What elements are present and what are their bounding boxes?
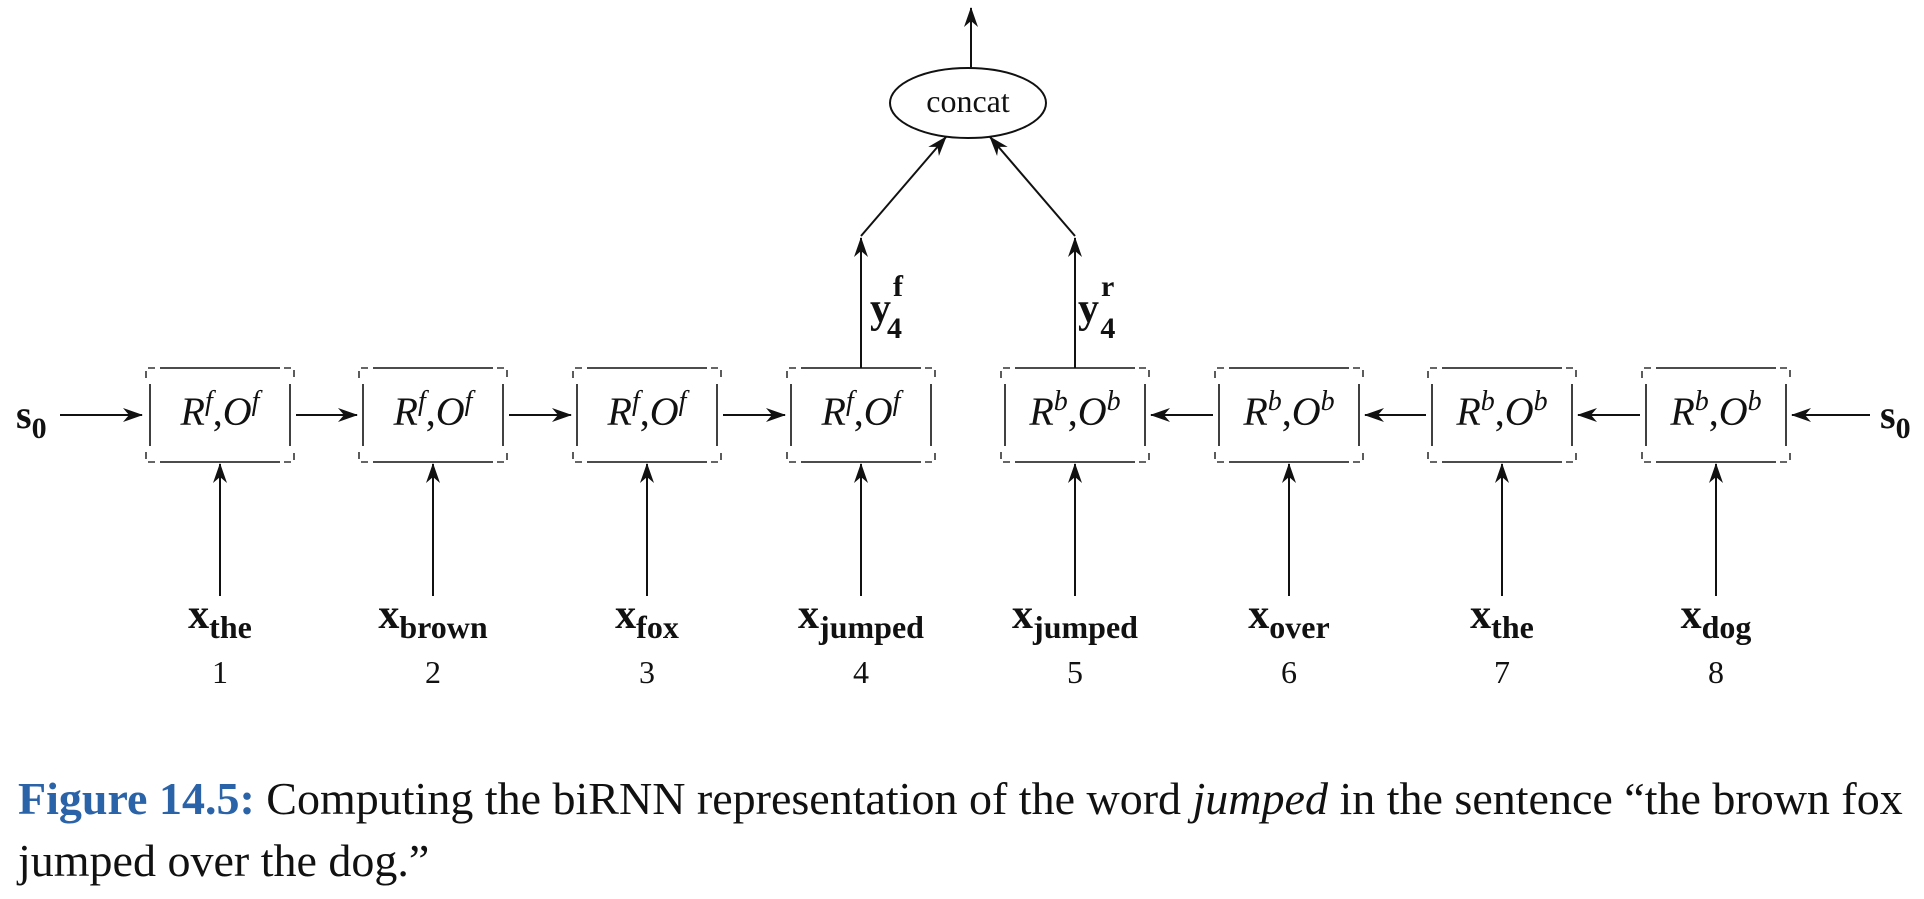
input-label-3: xfox: [615, 592, 679, 645]
input-index-5: 5: [1067, 654, 1083, 690]
input-index-7: 7: [1494, 654, 1510, 690]
forward-to-concat-arrow: [860, 136, 947, 237]
input-index-1: 1: [212, 654, 228, 690]
input-label-8: xdog: [1681, 592, 1752, 645]
input-label-1: xthe: [188, 592, 252, 645]
cell-label: Rf,Of: [180, 386, 263, 435]
cell-label: Rb,Ob: [1669, 386, 1761, 435]
forward-cell-2: Rf,Of: [358, 367, 508, 463]
caption-text-before: Computing the biRNN representation of th…: [266, 773, 1182, 824]
input-label-2: xbrown: [378, 592, 488, 645]
input-index-2: 2: [425, 654, 441, 690]
cell-label: Rf,Of: [607, 386, 690, 435]
initial-state-right: s0: [1880, 392, 1911, 445]
cell-label: Rf,Of: [821, 386, 904, 435]
forward-cell-3: Rf,Of: [572, 367, 722, 463]
caption-emphasis: jumped: [1192, 773, 1328, 824]
figure-label: Figure 14.5:: [18, 773, 255, 824]
input-index-3: 3: [639, 654, 655, 690]
backward-to-concat-arrow: [989, 136, 1076, 237]
cell-label: Rb,Ob: [1455, 386, 1547, 435]
input-index-6: 6: [1281, 654, 1297, 690]
cell-label: Rb,Ob: [1242, 386, 1334, 435]
input-label-7: xthe: [1470, 592, 1534, 645]
figure-caption: Figure 14.5: Computing the biRNN represe…: [18, 768, 1908, 892]
forward-cell-1: Rf,Of: [145, 367, 295, 463]
forward-cell-4: Rf,Of: [786, 367, 936, 463]
input-index-4: 4: [853, 654, 869, 690]
backward-cell-8: Rb,Ob: [1641, 367, 1791, 463]
backward-cell-7: Rb,Ob: [1427, 367, 1577, 463]
backward-cell-6: Rb,Ob: [1214, 367, 1364, 463]
cell-label: Rf,Of: [393, 386, 476, 435]
input-index-8: 8: [1708, 654, 1724, 690]
input-label-6: xover: [1248, 592, 1329, 645]
concat-node: concat: [889, 67, 1047, 139]
backward-cell-5: Rb,Ob: [1000, 367, 1150, 463]
cell-label: Rb,Ob: [1028, 386, 1120, 435]
input-label-5: xjumped: [1012, 592, 1138, 645]
input-label-4: xjumped: [798, 592, 924, 645]
initial-state-left: s0: [16, 392, 47, 445]
caption-text-after: in the sentence “the brown fox jumped ov…: [18, 773, 1903, 886]
concat-label: concat: [926, 83, 1010, 119]
